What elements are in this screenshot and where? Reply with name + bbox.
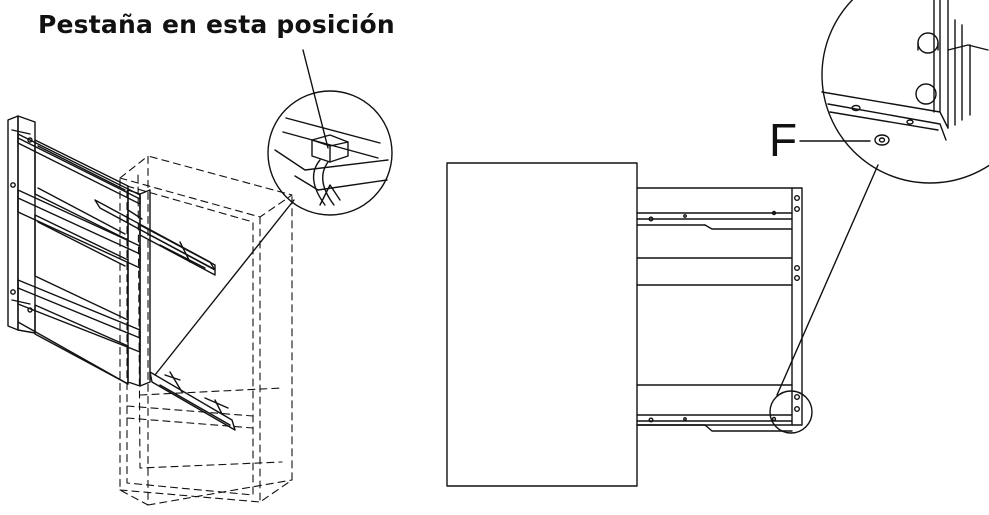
tab-detail-circle — [267, 90, 393, 216]
cabinet-carcass-dashed — [119, 155, 293, 506]
screw-detail-leader-line — [776, 164, 879, 396]
cabinet-side-elevation — [636, 187, 803, 432]
callout-f-label: F — [769, 114, 798, 166]
pullout-frame — [7, 115, 151, 387]
upper-slide-rail — [94, 199, 216, 276]
lower-slide-rail — [149, 371, 236, 431]
screw-detail-circle-large — [821, 0, 989, 184]
tab-position-caption: Pestaña en esta posición — [38, 10, 395, 39]
tab-detail-leader-line — [154, 199, 295, 376]
caption-leader-line — [302, 49, 329, 149]
screw-detail-circle-small — [769, 390, 813, 434]
door-panel — [446, 162, 638, 487]
